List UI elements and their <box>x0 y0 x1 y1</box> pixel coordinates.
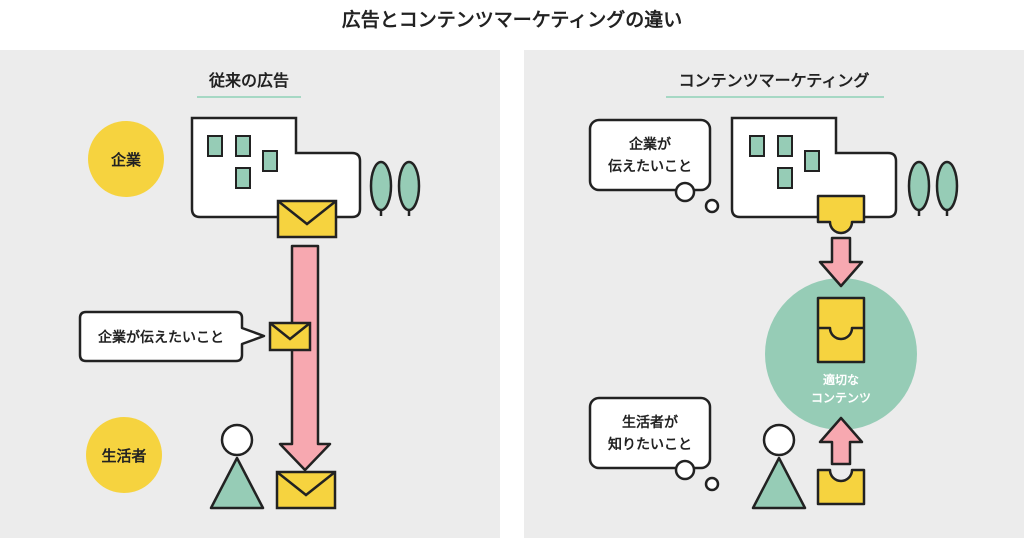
message-callout-text: 企業が伝えたいこと <box>97 329 224 346</box>
consumer-badge-label: 生活者 <box>101 447 146 465</box>
tree-icon <box>369 160 393 216</box>
puzzle-piece-icon <box>816 468 866 506</box>
diagram-title: 広告とコンテンツマーケティングの違い <box>342 8 682 31</box>
content-circle-line: コンテンツ <box>811 391 871 405</box>
broadcast-arrow <box>278 244 332 472</box>
envelope-icon <box>276 199 338 239</box>
left-heading-underline <box>197 96 301 98</box>
matched-puzzle-icon <box>816 296 866 364</box>
company-thought-bubble: 企業が 伝えたいこと <box>588 118 720 214</box>
envelope-icon <box>275 470 337 510</box>
tree-icon <box>907 160 931 216</box>
right-heading: コンテンツマーケティング <box>679 71 870 90</box>
company-thought-line: 伝えたいこと <box>608 158 692 175</box>
company-building-icon <box>730 116 898 219</box>
left-heading: 従来の広告 <box>208 71 289 90</box>
company-badge-label: 企業 <box>110 151 142 169</box>
content-circle-line: 適切な <box>823 372 859 387</box>
company-building-icon <box>190 116 362 219</box>
tree-icon <box>935 160 959 216</box>
right-heading-underline <box>666 96 884 98</box>
person-icon <box>751 423 807 510</box>
consumer-thought-line: 生活者が <box>622 414 679 431</box>
down-arrow <box>818 236 864 288</box>
consumer-badge: 生活者 <box>86 417 162 493</box>
person-icon <box>209 423 265 510</box>
company-thought-line: 企業が <box>628 136 672 153</box>
consumer-thought-line: 知りたいこと <box>608 436 692 453</box>
puzzle-piece-icon <box>816 194 866 235</box>
envelope-icon <box>268 321 312 352</box>
message-callout: 企業が伝えたいこと <box>78 310 266 363</box>
consumer-thought-bubble: 生活者が 知りたいこと <box>588 396 720 492</box>
tree-icon <box>397 160 421 216</box>
company-badge: 企業 <box>88 121 164 197</box>
up-arrow <box>818 416 864 466</box>
